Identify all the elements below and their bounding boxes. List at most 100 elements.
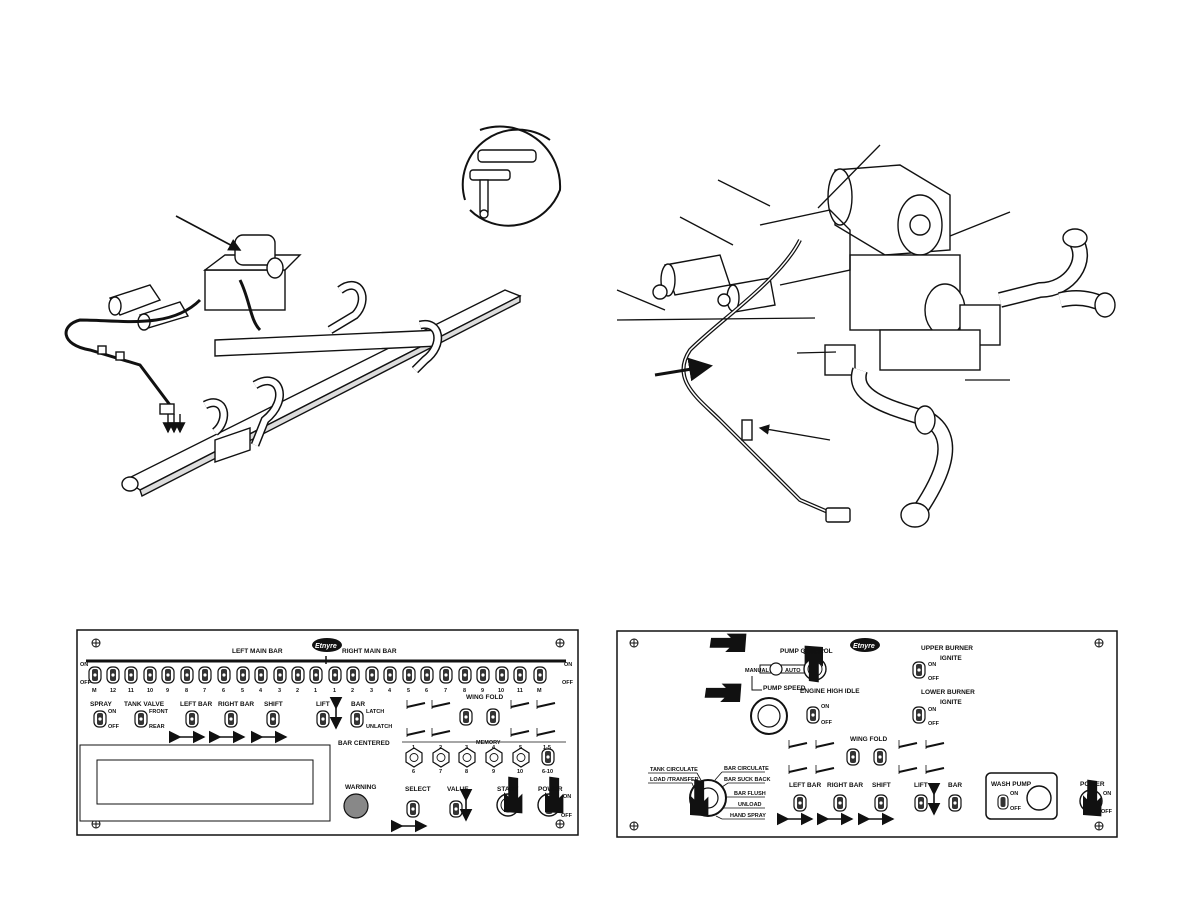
start-label-left: START <box>497 786 518 793</box>
memory-9: 9 <box>492 769 495 775</box>
lower-burner-label: LOWER BURNER <box>921 689 975 696</box>
nozzle-right-6: 6 <box>425 688 428 694</box>
memory-label: MEMORY <box>476 740 501 746</box>
warning-label: WARNING <box>345 784 376 791</box>
left-bar-label: LEFT BAR <box>180 701 212 708</box>
spray-on-label: ON <box>108 709 116 715</box>
right-control-panel <box>616 618 1118 838</box>
memory-7: 7 <box>439 769 442 775</box>
on-label-right: ON <box>564 662 572 668</box>
auto-label: AUTO <box>785 668 801 674</box>
memory-6-10: 6-10 <box>542 769 553 775</box>
nozzle-right-8: 8 <box>463 688 466 694</box>
left-bar-label-right: LEFT BAR <box>789 782 821 789</box>
left-control-panel <box>76 629 579 836</box>
nozzle-left-3: 3 <box>278 688 281 694</box>
wing-fold-label-left: WING FOLD <box>466 694 503 701</box>
power-label-right: POWER <box>1080 781 1105 788</box>
front-label: FRONT <box>149 709 169 715</box>
off-label-right: OFF <box>562 680 574 686</box>
lift-label: LIFT <box>316 701 330 708</box>
memory-4: 4 <box>492 745 496 751</box>
selector-tank-circulate: TANK CIRCULATE <box>650 767 698 773</box>
unlatch-label: UNLATCH <box>366 724 392 730</box>
shift-label-right: SHIFT <box>872 782 891 789</box>
etnyre-logo-left: Etnyre <box>315 643 337 650</box>
nozzle-right-1: 1 <box>333 688 336 694</box>
power-off-left: OFF <box>561 813 573 819</box>
right-main-bar-label: RIGHT MAIN BAR <box>342 648 397 655</box>
nozzle-left-5: 5 <box>241 688 244 694</box>
memory-1: 1 <box>412 745 415 751</box>
start-label-right: START <box>803 649 824 656</box>
nozzle-left-10: 10 <box>147 688 153 694</box>
latch-label: LATCH <box>366 709 384 715</box>
power-on-right: ON <box>1103 791 1111 797</box>
memory-5: 5 <box>519 745 522 751</box>
select-label: SELECT <box>405 786 431 793</box>
lower-ignite-label: IGNITE <box>940 699 962 706</box>
nozzle-left-2: 2 <box>296 688 299 694</box>
nozzle-right-5: 5 <box>407 688 410 694</box>
engine-high-idle-label: ENGINE HIGH IDLE <box>800 688 860 695</box>
callout-leaders <box>616 144 1011 441</box>
valve-detail-inset <box>461 125 562 227</box>
lift-label-right: LIFT <box>914 782 928 789</box>
engine-off-label: OFF <box>821 720 833 726</box>
wash-off-label: OFF <box>1010 806 1022 812</box>
nozzle-left-12: 12 <box>110 688 116 694</box>
value-label: VALUE <box>447 786 469 793</box>
power-off-right: OFF <box>1101 809 1113 815</box>
selector-unload: UNLOAD <box>738 802 762 808</box>
memory-6: 6 <box>412 769 415 775</box>
nozzle-left-9: 9 <box>166 688 169 694</box>
nozzle-right-2: 2 <box>351 688 354 694</box>
nozzle-left-4: 4 <box>259 688 263 694</box>
m-label-right: M <box>537 688 542 694</box>
left-panel-labels: Etnyre LEFT MAIN BAR RIGHT MAIN BAR ON O… <box>80 648 574 819</box>
memory-1-5: 1-5 <box>543 745 551 751</box>
left-main-bar-label: LEFT MAIN BAR <box>232 648 283 655</box>
memory-8: 8 <box>465 769 468 775</box>
nozzle-right-11: 11 <box>517 688 523 694</box>
nozzle-left-6: 6 <box>222 688 225 694</box>
upper-burner-label: UPPER BURNER <box>921 645 973 652</box>
bar-label-right: BAR <box>948 782 962 789</box>
on-label-left: ON <box>80 662 88 668</box>
nozzle-left-11: 11 <box>128 688 134 694</box>
nozzle-right-9: 9 <box>481 688 484 694</box>
selector-load-transfer: LOAD /TRANSFER <box>650 777 699 783</box>
off-label-left: OFF <box>80 680 92 686</box>
power-label-left: POWER <box>538 786 563 793</box>
nozzle-left-1: 1 <box>314 688 317 694</box>
selector-bar-circulate: BAR CIRCULATE <box>724 766 769 772</box>
spray-label: SPRAY <box>90 701 112 708</box>
shift-label: SHIFT <box>264 701 283 708</box>
rear-label: REAR <box>149 724 165 730</box>
pump-control-label: PUMP CONTROL <box>780 648 833 655</box>
upper-off-label: OFF <box>928 676 940 682</box>
nozzle-left-7: 7 <box>203 688 206 694</box>
nozzle-right-7: 7 <box>444 688 447 694</box>
tank-valve-label: TANK VALVE <box>124 701 165 708</box>
selector-hand-spray: HAND SPRAY <box>730 813 766 819</box>
right-panel-labels: PUMP CONTROL MANUAL AUTO START PUMP SPEE… <box>650 645 1113 819</box>
selector-bar-suck-back: BAR SUCK BACK <box>724 777 770 783</box>
nozzle-right-3: 3 <box>370 688 373 694</box>
nozzle-right-10: 10 <box>498 688 504 694</box>
bar-label: BAR <box>351 701 365 708</box>
right-bar-label: RIGHT BAR <box>218 701 254 708</box>
engine-on-label: ON <box>821 704 829 710</box>
nozzle-left-8: 8 <box>185 688 188 694</box>
bar-centered-label: BAR CENTERED <box>338 740 390 747</box>
wing-fold-label-right: WING FOLD <box>850 736 887 743</box>
etnyre-logo-right: Etnyre <box>853 643 875 650</box>
selector-bar-flush: BAR FLUSH <box>734 791 766 797</box>
lower-off-label: OFF <box>928 721 940 727</box>
power-on-left: ON <box>563 794 571 800</box>
wash-pump-label: WASH PUMP <box>991 781 1032 788</box>
manual-label: MANUAL <box>745 668 769 674</box>
m-label-left: M <box>92 688 97 694</box>
pump-assembly-illustration <box>652 164 1116 528</box>
